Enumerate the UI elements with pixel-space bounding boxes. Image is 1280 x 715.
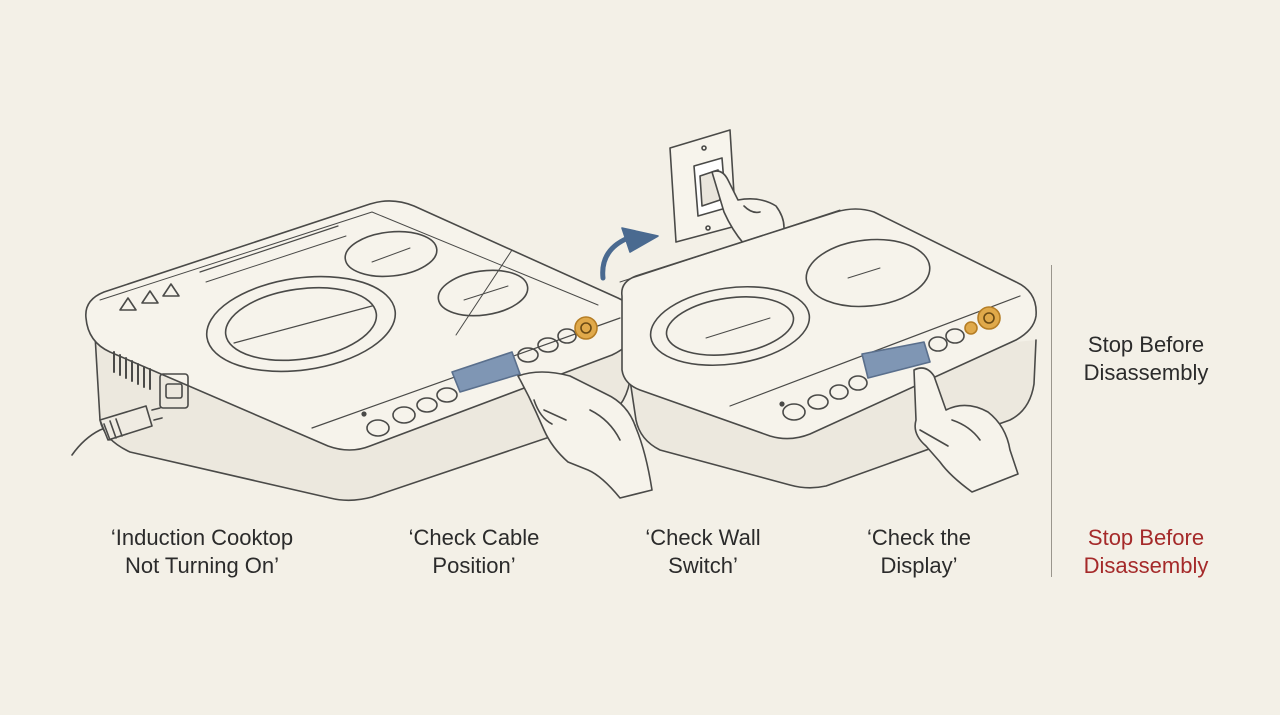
caption-line: ‘Check Cable: [408, 525, 540, 550]
caption-line: Switch’: [668, 553, 738, 578]
vent-slots: [113, 351, 151, 390]
hand-pointing-icon: [517, 371, 653, 499]
caption-line: Position’: [432, 553, 516, 578]
caption-check-cable: ‘Check Cable Position’: [384, 524, 564, 580]
caption-line: ‘Check the: [867, 525, 971, 550]
curved-arrow-icon: [600, 227, 659, 281]
caption-check-wall-switch: ‘Check Wall Switch’: [618, 524, 788, 580]
caption-line: Not Turning On’: [124, 553, 280, 578]
sidebar-title-line1: Stop Before: [1087, 332, 1205, 357]
sidebar-title-line2: Disassembly: [1083, 360, 1209, 385]
caption-check-display: ‘Check the Display’: [834, 524, 1004, 580]
sidebar-title: Stop Before Disassembly: [1058, 331, 1234, 387]
wall-switch-icon: [669, 129, 785, 245]
caption-line: Disassembly: [1083, 553, 1209, 578]
caption-stop-before-disassembly: Stop Before Disassembly: [1058, 524, 1234, 580]
caption-line: ‘Check Wall: [645, 525, 761, 550]
caption-line: Display’: [880, 553, 958, 578]
right-control-panel: [779, 306, 1001, 421]
left-control-panel: [361, 316, 598, 437]
warning-triangle-icon: [119, 283, 180, 311]
caption-line: Stop Before: [1087, 525, 1205, 550]
section-divider: [1051, 265, 1052, 577]
caption-induction-cooktop: ‘Induction Cooktop Not Turning On’: [92, 524, 312, 580]
left-cooktop: [85, 200, 638, 502]
caption-line: ‘Induction Cooktop: [110, 525, 294, 550]
hand-pointing-icon: [913, 367, 1019, 493]
power-cord-icon: [71, 405, 163, 456]
